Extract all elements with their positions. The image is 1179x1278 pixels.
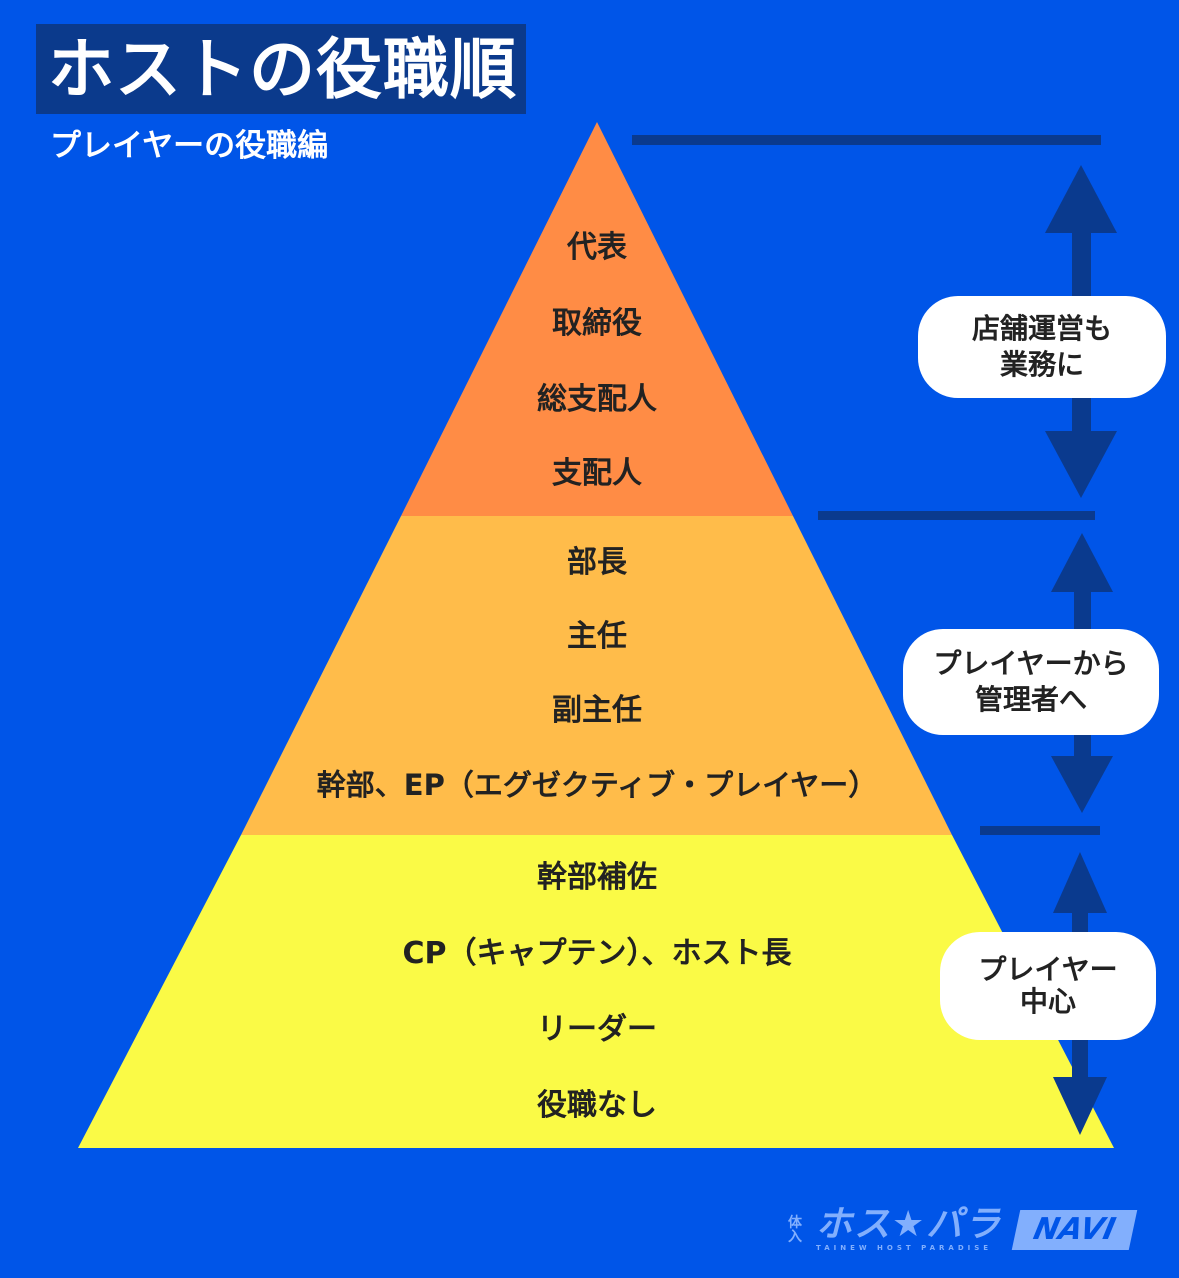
page-subtitle: プレイヤーの役職編 (50, 128, 329, 164)
rank-label: 部長 (567, 545, 627, 580)
divider-line-lower (980, 826, 1100, 835)
brand-logo: 体入 ホス★パラ TAINEW HOST PARADISE NAVI (788, 1204, 1138, 1254)
rank-label: 主任 (567, 619, 627, 654)
rank-label: 代表 (567, 230, 627, 265)
badge-line: プレイヤー (978, 953, 1118, 986)
logo-english: TAINEW HOST PARADISE (816, 1244, 993, 1252)
logo-kanji: 体入 (788, 1215, 802, 1245)
logo-mark: ホス★パラ (816, 1204, 1003, 1245)
rank-label: 取締役 (552, 306, 642, 341)
rank-label: 幹部、EP（エグゼクティブ・プレイヤー） (316, 768, 878, 802)
divider-line-top (632, 135, 1101, 145)
tier-badge-middle: プレイヤーから 管理者へ (903, 629, 1159, 735)
rank-label: 役職なし (537, 1088, 657, 1123)
tier-badge-bottom: プレイヤー 中心 (940, 932, 1156, 1040)
rank-label: 副主任 (552, 693, 642, 728)
rank-label: 支配人 (552, 456, 642, 491)
title-box (36, 24, 526, 114)
badge-line: プレイヤーから (933, 647, 1129, 680)
logo-navi-badge: NAVI (1012, 1210, 1138, 1250)
badge-line: 店舗運営も (971, 312, 1112, 345)
page-title: ホストの役職順 (48, 31, 517, 108)
rank-label: CP（キャプテン）、ホスト長 (402, 936, 792, 971)
badge-line: 中心 (1019, 985, 1076, 1018)
badge-line: 業務に (999, 348, 1084, 381)
rank-label: リーダー (537, 1012, 657, 1047)
tier-badge-top: 店舗運営も 業務に (918, 296, 1166, 398)
pyramid-tier-top (401, 122, 793, 516)
rank-label: 幹部補佐 (537, 860, 657, 895)
divider-line-upper (818, 511, 1095, 520)
pyramid-tier-middle (241, 516, 952, 835)
badge-line: 管理者へ (974, 683, 1087, 716)
rank-label: 総支配人 (537, 382, 657, 417)
pyramid-tier-bottom (78, 835, 1114, 1148)
